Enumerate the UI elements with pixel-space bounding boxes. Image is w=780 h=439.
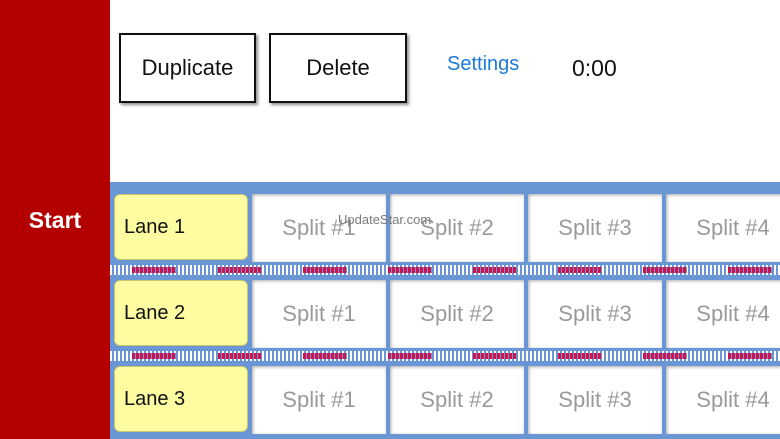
- lane-cell[interactable]: Lane 3: [114, 366, 248, 432]
- timer-display: 0:00: [572, 55, 617, 81]
- lane-divider: [110, 351, 780, 361]
- split-cell[interactable]: Split #3: [528, 194, 662, 262]
- delete-button[interactable]: Delete: [269, 33, 407, 103]
- split-cell[interactable]: Split #4: [666, 194, 780, 262]
- lanes-grid: Lane 1 Split #1 Split #2 Split #3 Split …: [110, 182, 780, 439]
- lane-divider: [110, 265, 780, 275]
- lane-row: Lane 1 Split #1 Split #2 Split #3 Split …: [110, 194, 780, 265]
- split-cell[interactable]: Split #4: [666, 366, 780, 434]
- split-cell[interactable]: Split #3: [528, 366, 662, 434]
- split-cell[interactable]: Split #1: [252, 280, 386, 348]
- lane-row: Lane 2 Split #1 Split #2 Split #3 Split …: [110, 280, 780, 351]
- split-cell[interactable]: Split #3: [528, 280, 662, 348]
- toolbar: Duplicate Delete Settings 0:00: [110, 0, 780, 182]
- watermark: UpdateStar.com: [338, 212, 432, 227]
- duplicate-button[interactable]: Duplicate: [119, 33, 256, 103]
- split-cell[interactable]: Split #2: [390, 366, 524, 434]
- lane-row: Lane 3 Split #1 Split #2 Split #3 Split …: [110, 366, 780, 437]
- split-cell[interactable]: Split #1: [252, 366, 386, 434]
- split-cell[interactable]: Split #1: [252, 194, 386, 262]
- split-cell[interactable]: Split #4: [666, 280, 780, 348]
- start-button[interactable]: Start: [28, 206, 82, 233]
- sidebar: Start: [0, 0, 110, 439]
- settings-link[interactable]: Settings: [447, 53, 520, 75]
- split-cell[interactable]: Split #2: [390, 194, 524, 262]
- lane-cell[interactable]: Lane 2: [114, 280, 248, 346]
- lane-cell[interactable]: Lane 1: [114, 194, 248, 260]
- split-cell[interactable]: Split #2: [390, 280, 524, 348]
